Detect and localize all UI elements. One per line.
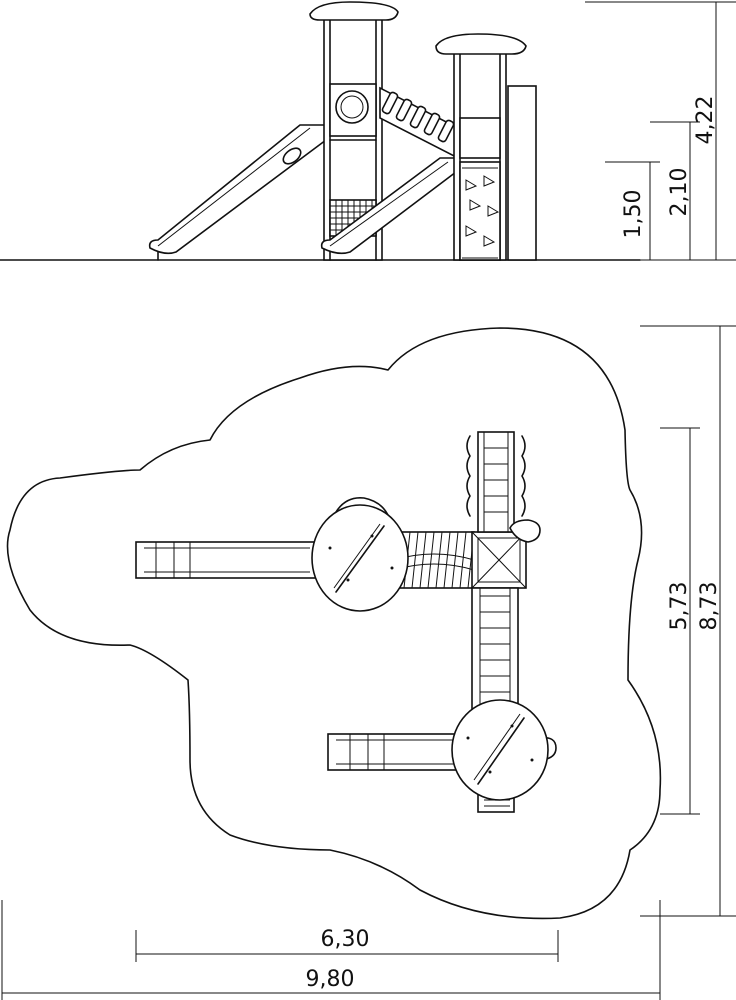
tower-2-elevation (435, 33, 537, 261)
side-dimensions: 4,22 2,10 1,50 (585, 1, 736, 261)
dim-plan-total-depth: 8,73 (697, 582, 722, 631)
tower-2-roof-plan (451, 699, 557, 801)
dim-plan-equipment-width: 6,30 (321, 927, 370, 952)
side-elevation (0, 1, 641, 261)
dim-side-total-height: 4,22 (693, 96, 718, 145)
dim-plan-equipment-depth: 5,73 (667, 582, 692, 631)
side-panel (507, 85, 537, 261)
plan-dimensions: 8,73 5,73 6,30 9,80 (1, 325, 736, 1000)
dim-side-platform-low: 1,50 (621, 190, 646, 239)
left-slide-elevation (148, 124, 327, 261)
ladder-upper-plan (466, 431, 526, 533)
tower-1-roof (309, 1, 399, 21)
safety-zone-outline (6, 327, 662, 920)
platform-plan (471, 531, 527, 589)
bridge-elevation (379, 86, 459, 160)
dim-plan-total-width: 9,80 (306, 967, 355, 992)
climbing-wall (459, 161, 501, 261)
tower-2-roof (435, 33, 527, 55)
upper-slide-plan (135, 541, 317, 579)
ladder-lower-plan (471, 587, 519, 711)
plan-view (6, 327, 662, 920)
dim-side-platform-high: 2,10 (667, 168, 692, 217)
tower-1-roof-plan (311, 504, 409, 612)
lower-slide-plan (327, 733, 459, 771)
